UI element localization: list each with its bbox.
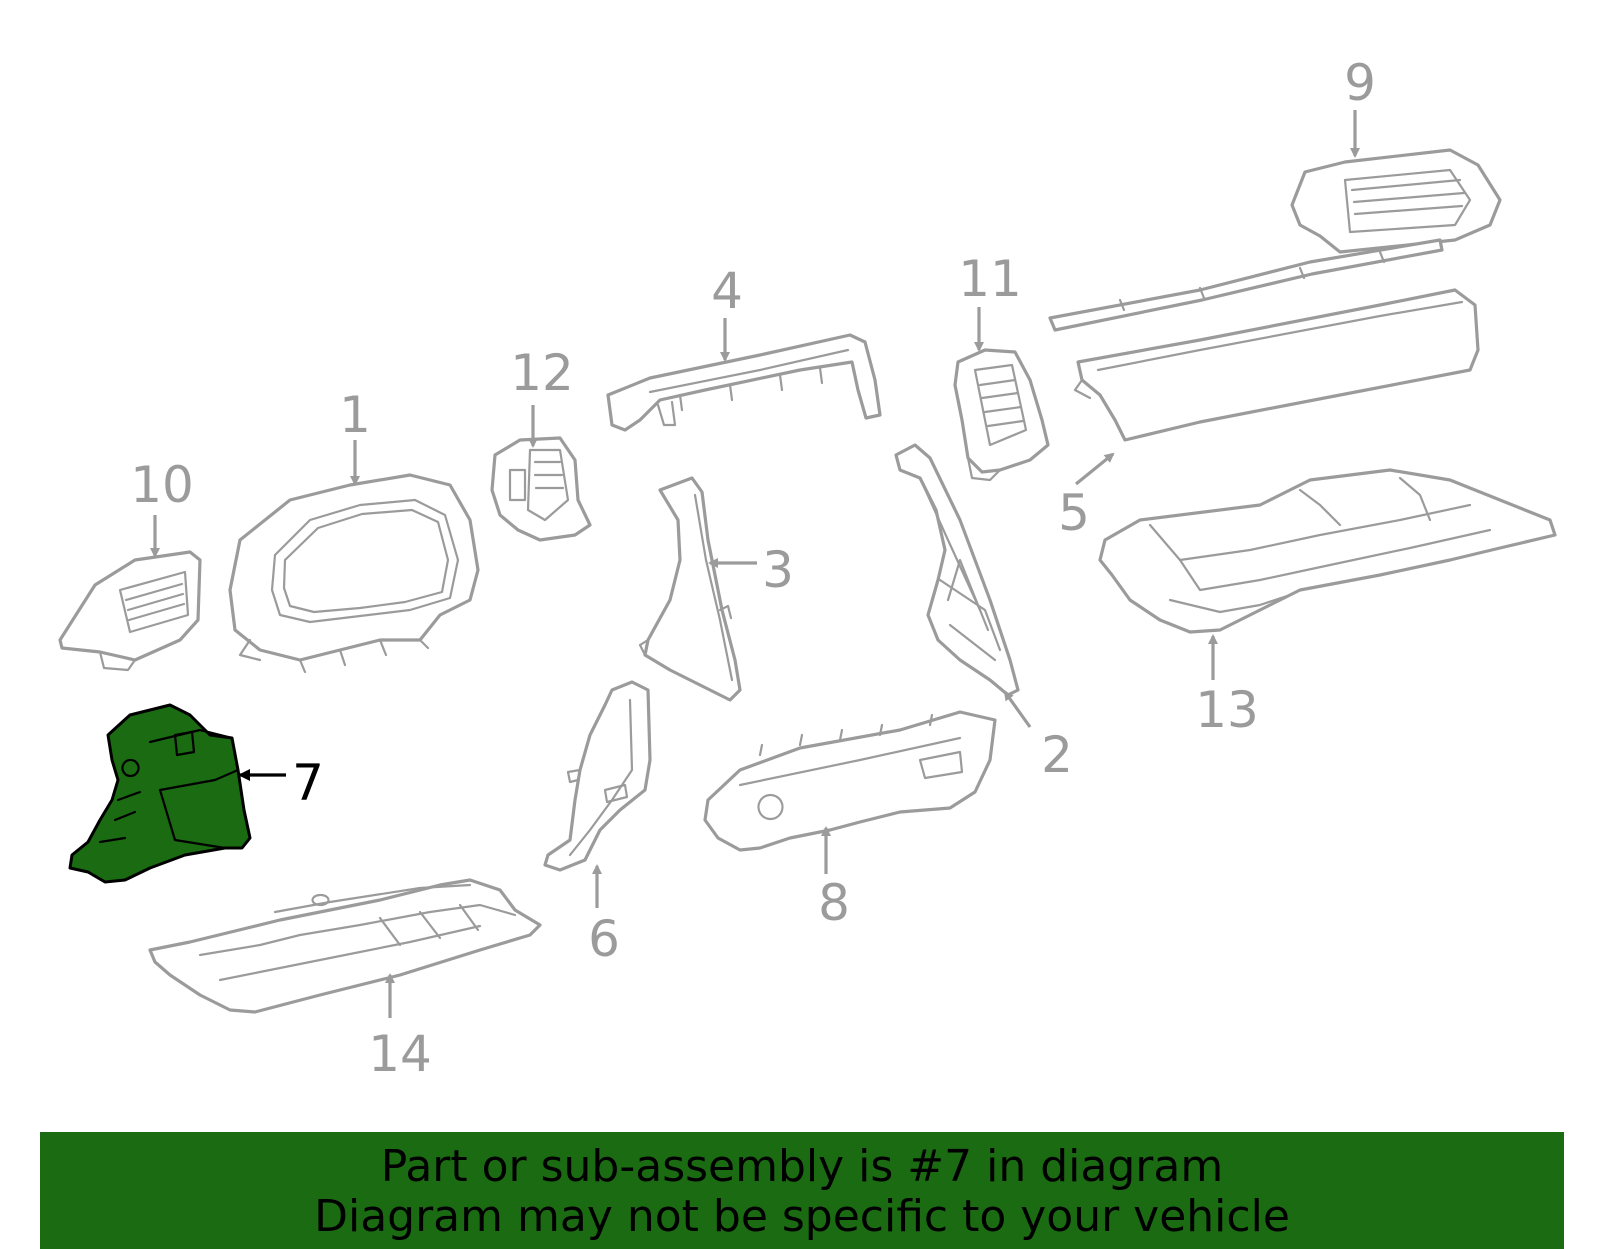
part-11-center-vent[interactable]: [953, 348, 1050, 482]
part-8-center-bracket[interactable]: [703, 710, 997, 852]
part-3-trim-panel[interactable]: [638, 476, 742, 702]
banner-line-1: Part or sub-assembly is #7 in diagram: [380, 1141, 1224, 1192]
parts-diagram: 1 10 12 4 3 2 11 9 5 13 8 6 14 7: [58, 54, 1557, 1083]
callout-7: 7: [292, 754, 324, 812]
callout-13: 13: [1195, 681, 1259, 739]
part-9-right-air-vent[interactable]: [1048, 148, 1502, 332]
leader-lines: [150, 110, 1360, 1018]
callout-14: 14: [368, 1025, 432, 1083]
callout-8: 8: [818, 874, 850, 932]
callout-1: 1: [339, 386, 371, 444]
callout-3: 3: [762, 541, 794, 599]
banner-line-2: Diagram may not be specific to your vehi…: [314, 1191, 1290, 1242]
part-12-switch-housing[interactable]: [490, 436, 592, 542]
part-2-side-trim[interactable]: [894, 443, 1020, 697]
part-7-console-side-panel[interactable]: [68, 703, 252, 884]
part-10-left-air-vent[interactable]: [58, 550, 202, 672]
part-13-glove-box[interactable]: [1098, 468, 1557, 634]
part-1-instrument-cluster[interactable]: [228, 473, 480, 674]
callout-10: 10: [130, 456, 194, 514]
part-5-dash-panel[interactable]: [1073, 288, 1480, 442]
callout-2: 2: [1041, 726, 1073, 784]
callout-9: 9: [1344, 54, 1376, 112]
part-14-lower-tray[interactable]: [148, 878, 542, 1014]
callout-11: 11: [958, 250, 1022, 308]
callout-5: 5: [1058, 484, 1090, 542]
part-4-upper-panel[interactable]: [606, 333, 882, 432]
callout-12: 12: [510, 344, 574, 402]
part-6-knee-trim-panel[interactable]: [543, 680, 652, 872]
callout-4: 4: [711, 262, 743, 320]
callout-labels: 1 10 12 4 3 2 11 9 5 13 8 6 14 7: [130, 54, 1376, 1083]
callout-6: 6: [588, 910, 620, 968]
info-banner: Part or sub-assembly is #7 in diagram Di…: [40, 1132, 1564, 1249]
